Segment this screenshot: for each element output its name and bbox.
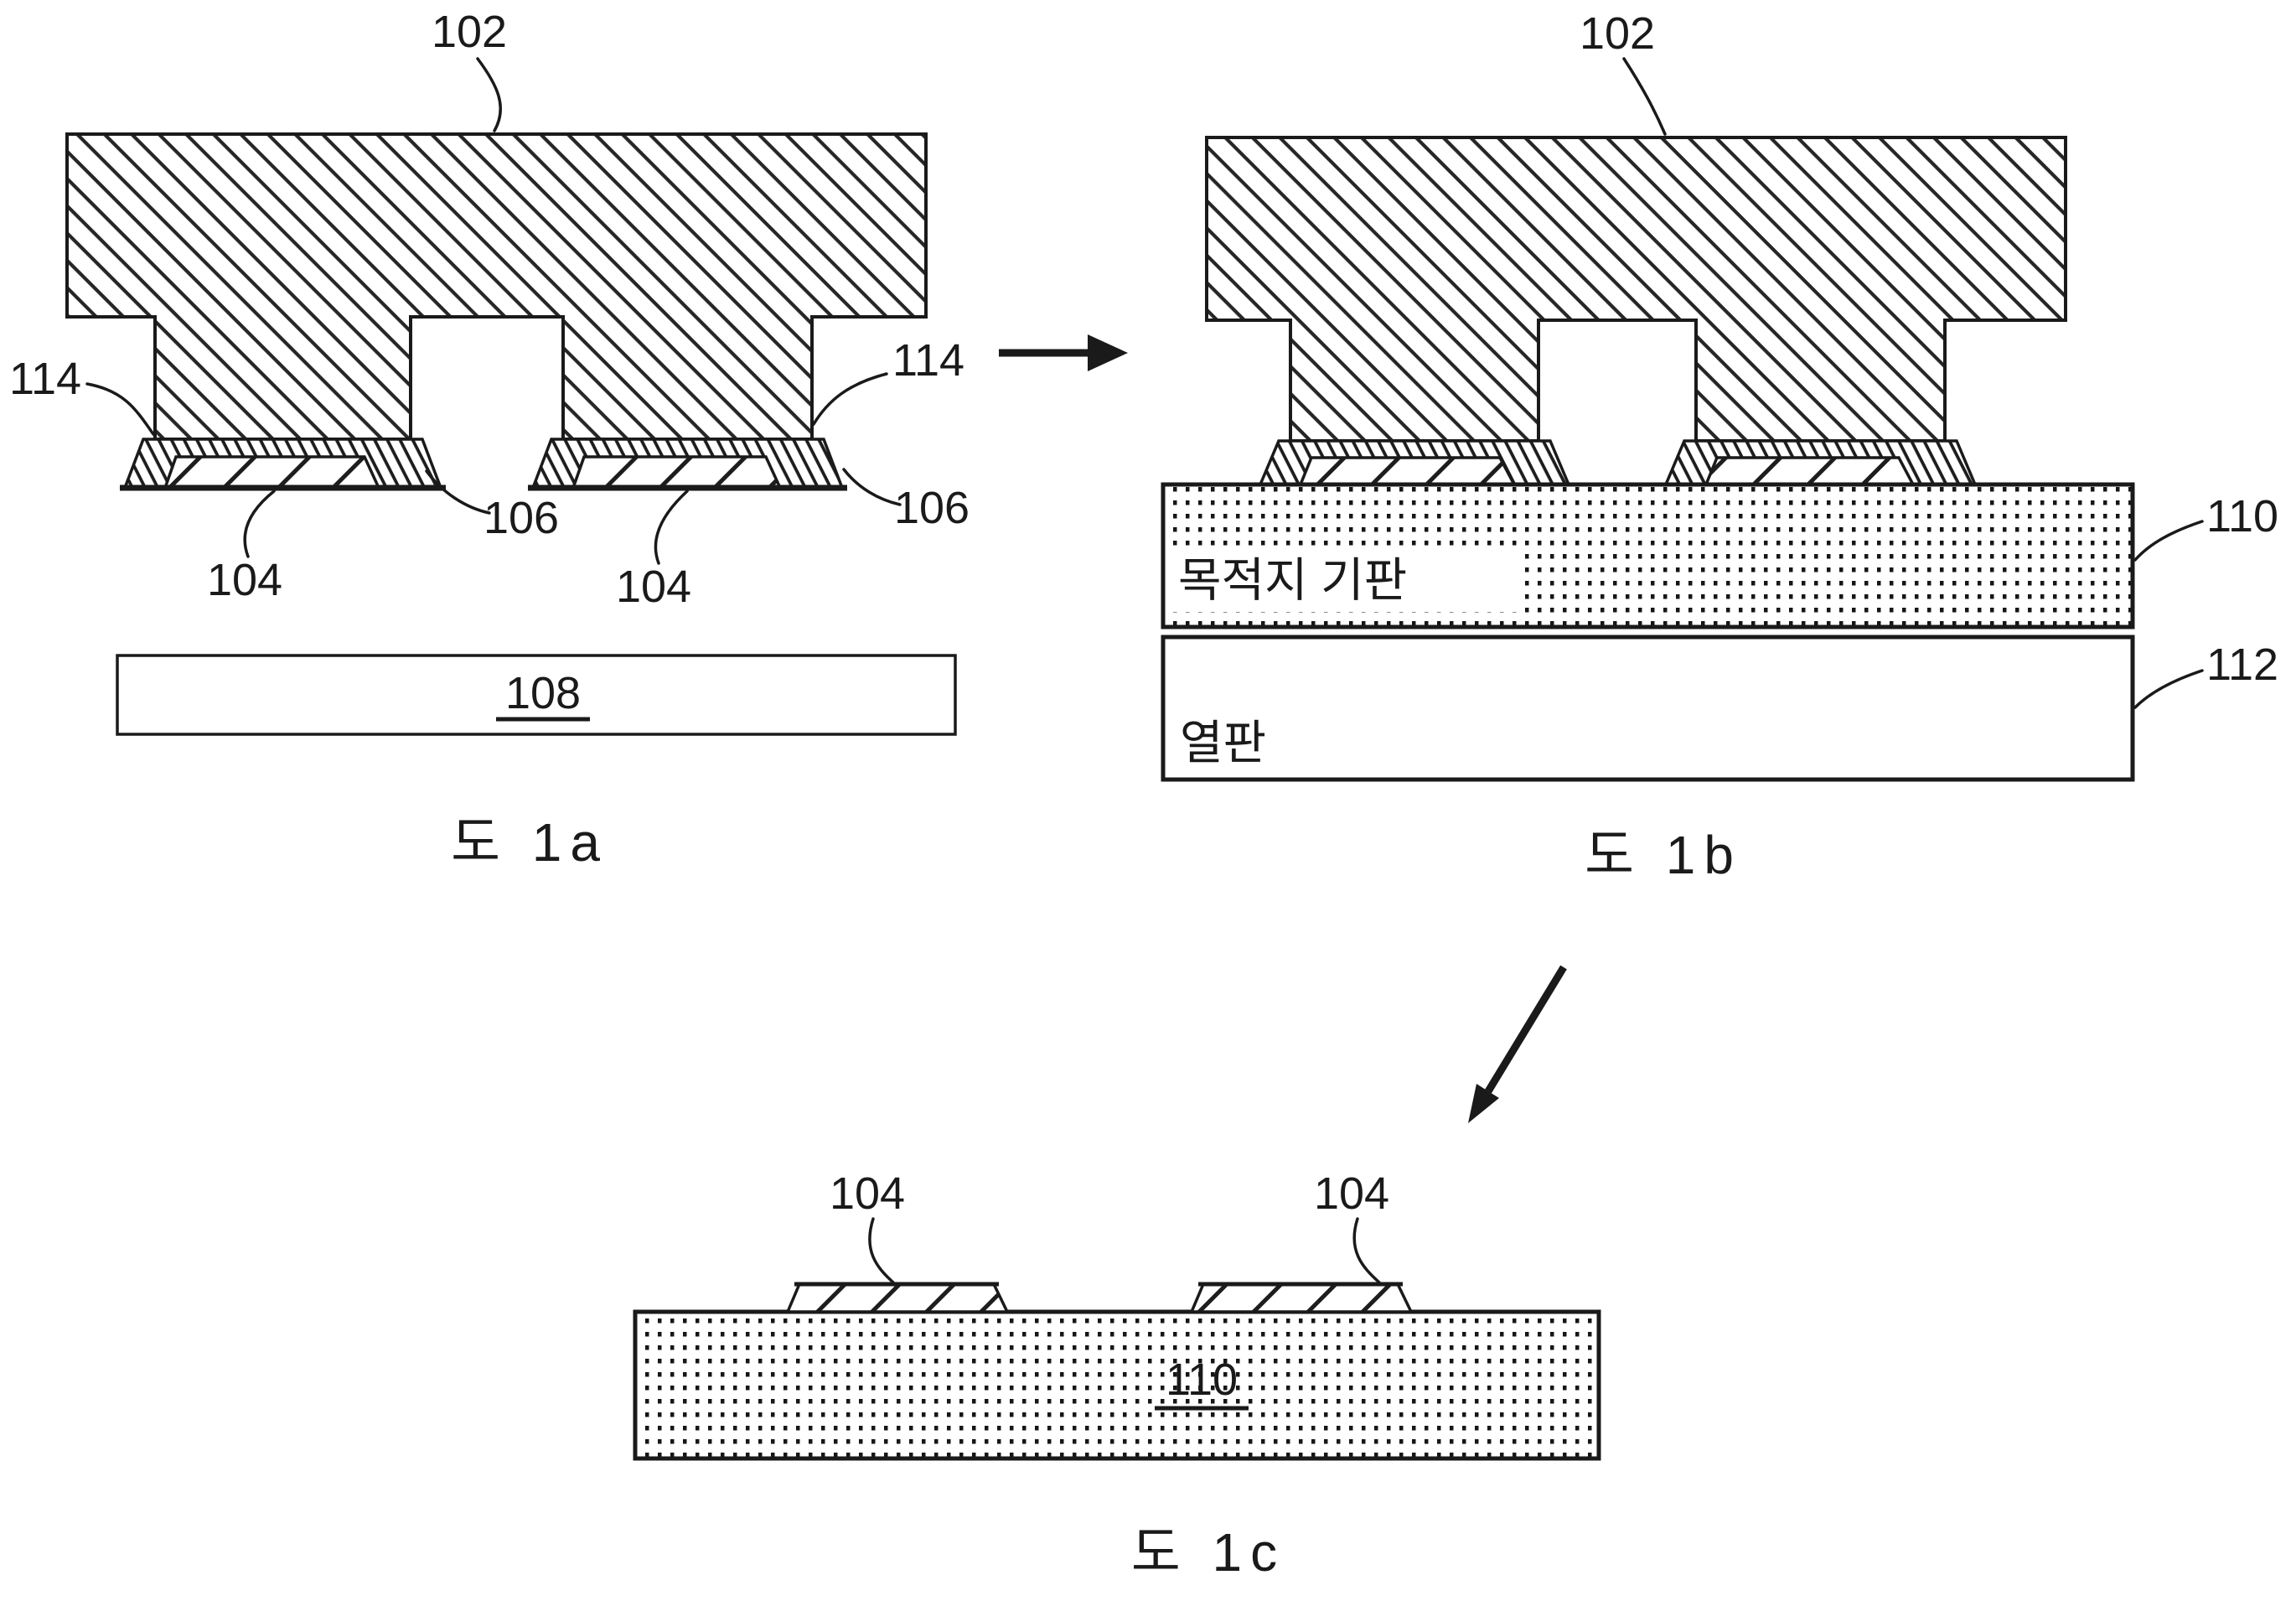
fig1a-leader-114-right [812,372,888,426]
fig1c-label-110: 110 [1166,1355,1238,1405]
figure-1b: 목적지 기판 열판 102 110 112 도 1b [1161,8,2278,885]
fig1c-substrate-110 [633,1309,1601,1461]
fig1a-leader-114-left [85,382,155,436]
arrow-1a-to-1b [999,334,1128,371]
fig1b-label-102: 102 [1580,8,1655,59]
fig1a-label-102: 102 [432,7,507,57]
fig1a-label-104-right: 104 [616,562,691,612]
fig1b-pad-left-104 [1298,456,1517,486]
fig1c-label-104-right: 104 [1314,1168,1389,1219]
fig1b-label-112: 112 [2206,640,2278,690]
fig1a-label-104-left: 104 [207,555,282,605]
fig1a-leader-104-right [654,490,689,565]
fig1c-pad-left-104 [785,1282,1010,1313]
fig1b-target-substrate-text-band [1166,547,1518,612]
fig1b-hot-plate-text: 열판 [1180,717,1266,769]
fig1b-caption: 도 1b [1585,825,1742,885]
fig1a-leader-106-right [842,468,902,506]
fig1c-caption: 도 1c [1131,1522,1285,1583]
fig1b-leader-102 [1622,57,1667,136]
fig1a-pad-left-104 [163,455,381,490]
fig1b-label-110: 110 [2206,491,2278,541]
fig1b-pad-right-104 [1704,456,1916,486]
fig1c-leader-104-right [1352,1217,1381,1284]
fig1a-leader-106-left [425,469,491,515]
fig1a-caption: 도 1a [451,812,608,873]
arrow-right-head [1088,334,1128,371]
fig1b-stamp-102-shape [1205,136,2067,443]
figure-1a: 108 102 114 114 106 104 106 104 도 1a [9,7,970,873]
fig1a-leader-102 [476,57,502,132]
fig1b-target-substrate-text: 목적지 기판 [1178,554,1407,607]
fig1b-leader-112 [2133,669,2204,709]
fig1a-label-106-right: 106 [894,483,970,533]
fig1c-label-104-left: 104 [830,1168,905,1219]
arrow-diagonal-head [1468,1084,1499,1123]
fig1a-pad-right-104 [571,455,783,490]
fig1a-label-114-left: 114 [9,354,81,404]
fig1a-stamp-102-shape [65,132,928,441]
fig1c-leader-104-left [868,1217,895,1284]
arrow-1b-to-1c [1468,965,1567,1123]
fig1b-hot-plate-112 [1161,635,2135,782]
arrow-diagonal-shaft [1485,965,1567,1094]
fig1a-label-106-left: 106 [484,493,559,543]
fig1a-label-114-right: 114 [892,335,964,386]
figure-1c: 110 104 104 도 1c [633,1168,1601,1583]
fig1b-leader-110 [2133,520,2204,562]
fig1c-pad-right-104 [1189,1282,1414,1313]
fig1a-leader-104-left [243,490,276,558]
fig1a-label-108: 108 [505,668,581,718]
